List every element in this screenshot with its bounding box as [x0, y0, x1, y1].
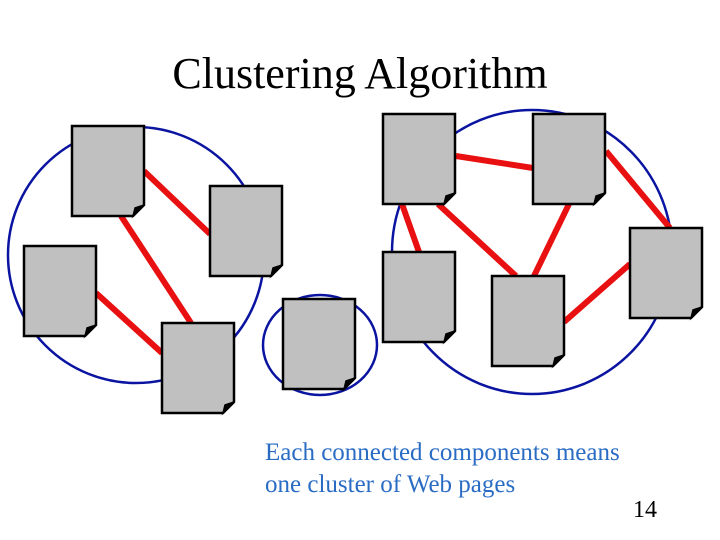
web-page-node-p4 [160, 321, 236, 416]
web-page-node-p1 [70, 124, 146, 219]
web-page-document-icon [281, 297, 357, 391]
web-page-node-p6 [381, 112, 457, 207]
link-edge-p6-p9 [435, 201, 519, 279]
link-edge-p6-p8 [399, 202, 422, 254]
web-page-node-p5 [281, 297, 357, 392]
page-fold-corner-icon [442, 192, 456, 207]
web-page-node-p3 [22, 244, 98, 339]
page-fold-corner-icon [269, 264, 283, 279]
page-fold-corner-icon [592, 192, 606, 207]
web-page-node-p8 [381, 250, 457, 345]
page-number: 14 [633, 497, 657, 523]
cluster-outline-c2 [261, 293, 379, 397]
web-page-document-icon [490, 274, 566, 368]
web-page-document-icon [22, 244, 98, 338]
web-page-document-icon [628, 226, 704, 320]
edges-layer [93, 149, 673, 356]
link-edge-p7-p9 [531, 202, 572, 278]
web-page-node-p10 [628, 226, 704, 321]
page-fold-corner-icon [221, 401, 235, 416]
web-page-document-icon [70, 124, 146, 218]
link-edge-p7-p10 [603, 149, 673, 230]
link-edge-p1-p2 [141, 168, 213, 237]
caption-line-1: Each connected components means [265, 439, 620, 466]
nodes-layer [22, 112, 704, 416]
link-edge-p9-p10 [562, 261, 632, 325]
web-page-document-icon [531, 112, 607, 206]
web-page-document-icon [381, 250, 457, 344]
caption: Each connected components means one clus… [265, 437, 620, 501]
page-fold-corner-icon [689, 306, 703, 321]
web-page-node-p9 [490, 274, 566, 369]
web-page-node-p7 [531, 112, 607, 207]
page-fold-corner-icon [342, 377, 356, 392]
web-page-node-p2 [208, 184, 284, 279]
web-page-document-icon [381, 112, 457, 206]
page-fold-corner-icon [83, 324, 97, 339]
web-page-document-icon [208, 184, 284, 278]
page-fold-corner-icon [131, 204, 145, 219]
web-page-document-icon [160, 321, 236, 415]
link-edge-p1-p4 [118, 214, 194, 325]
page-fold-corner-icon [551, 354, 565, 369]
page-fold-corner-icon [442, 330, 456, 345]
link-edge-p3-p4 [93, 290, 165, 356]
slide-title: Clustering Algorithm [172, 49, 548, 98]
link-edge-p6-p7 [455, 153, 534, 171]
caption-line-2: one cluster of Web pages [265, 471, 516, 498]
